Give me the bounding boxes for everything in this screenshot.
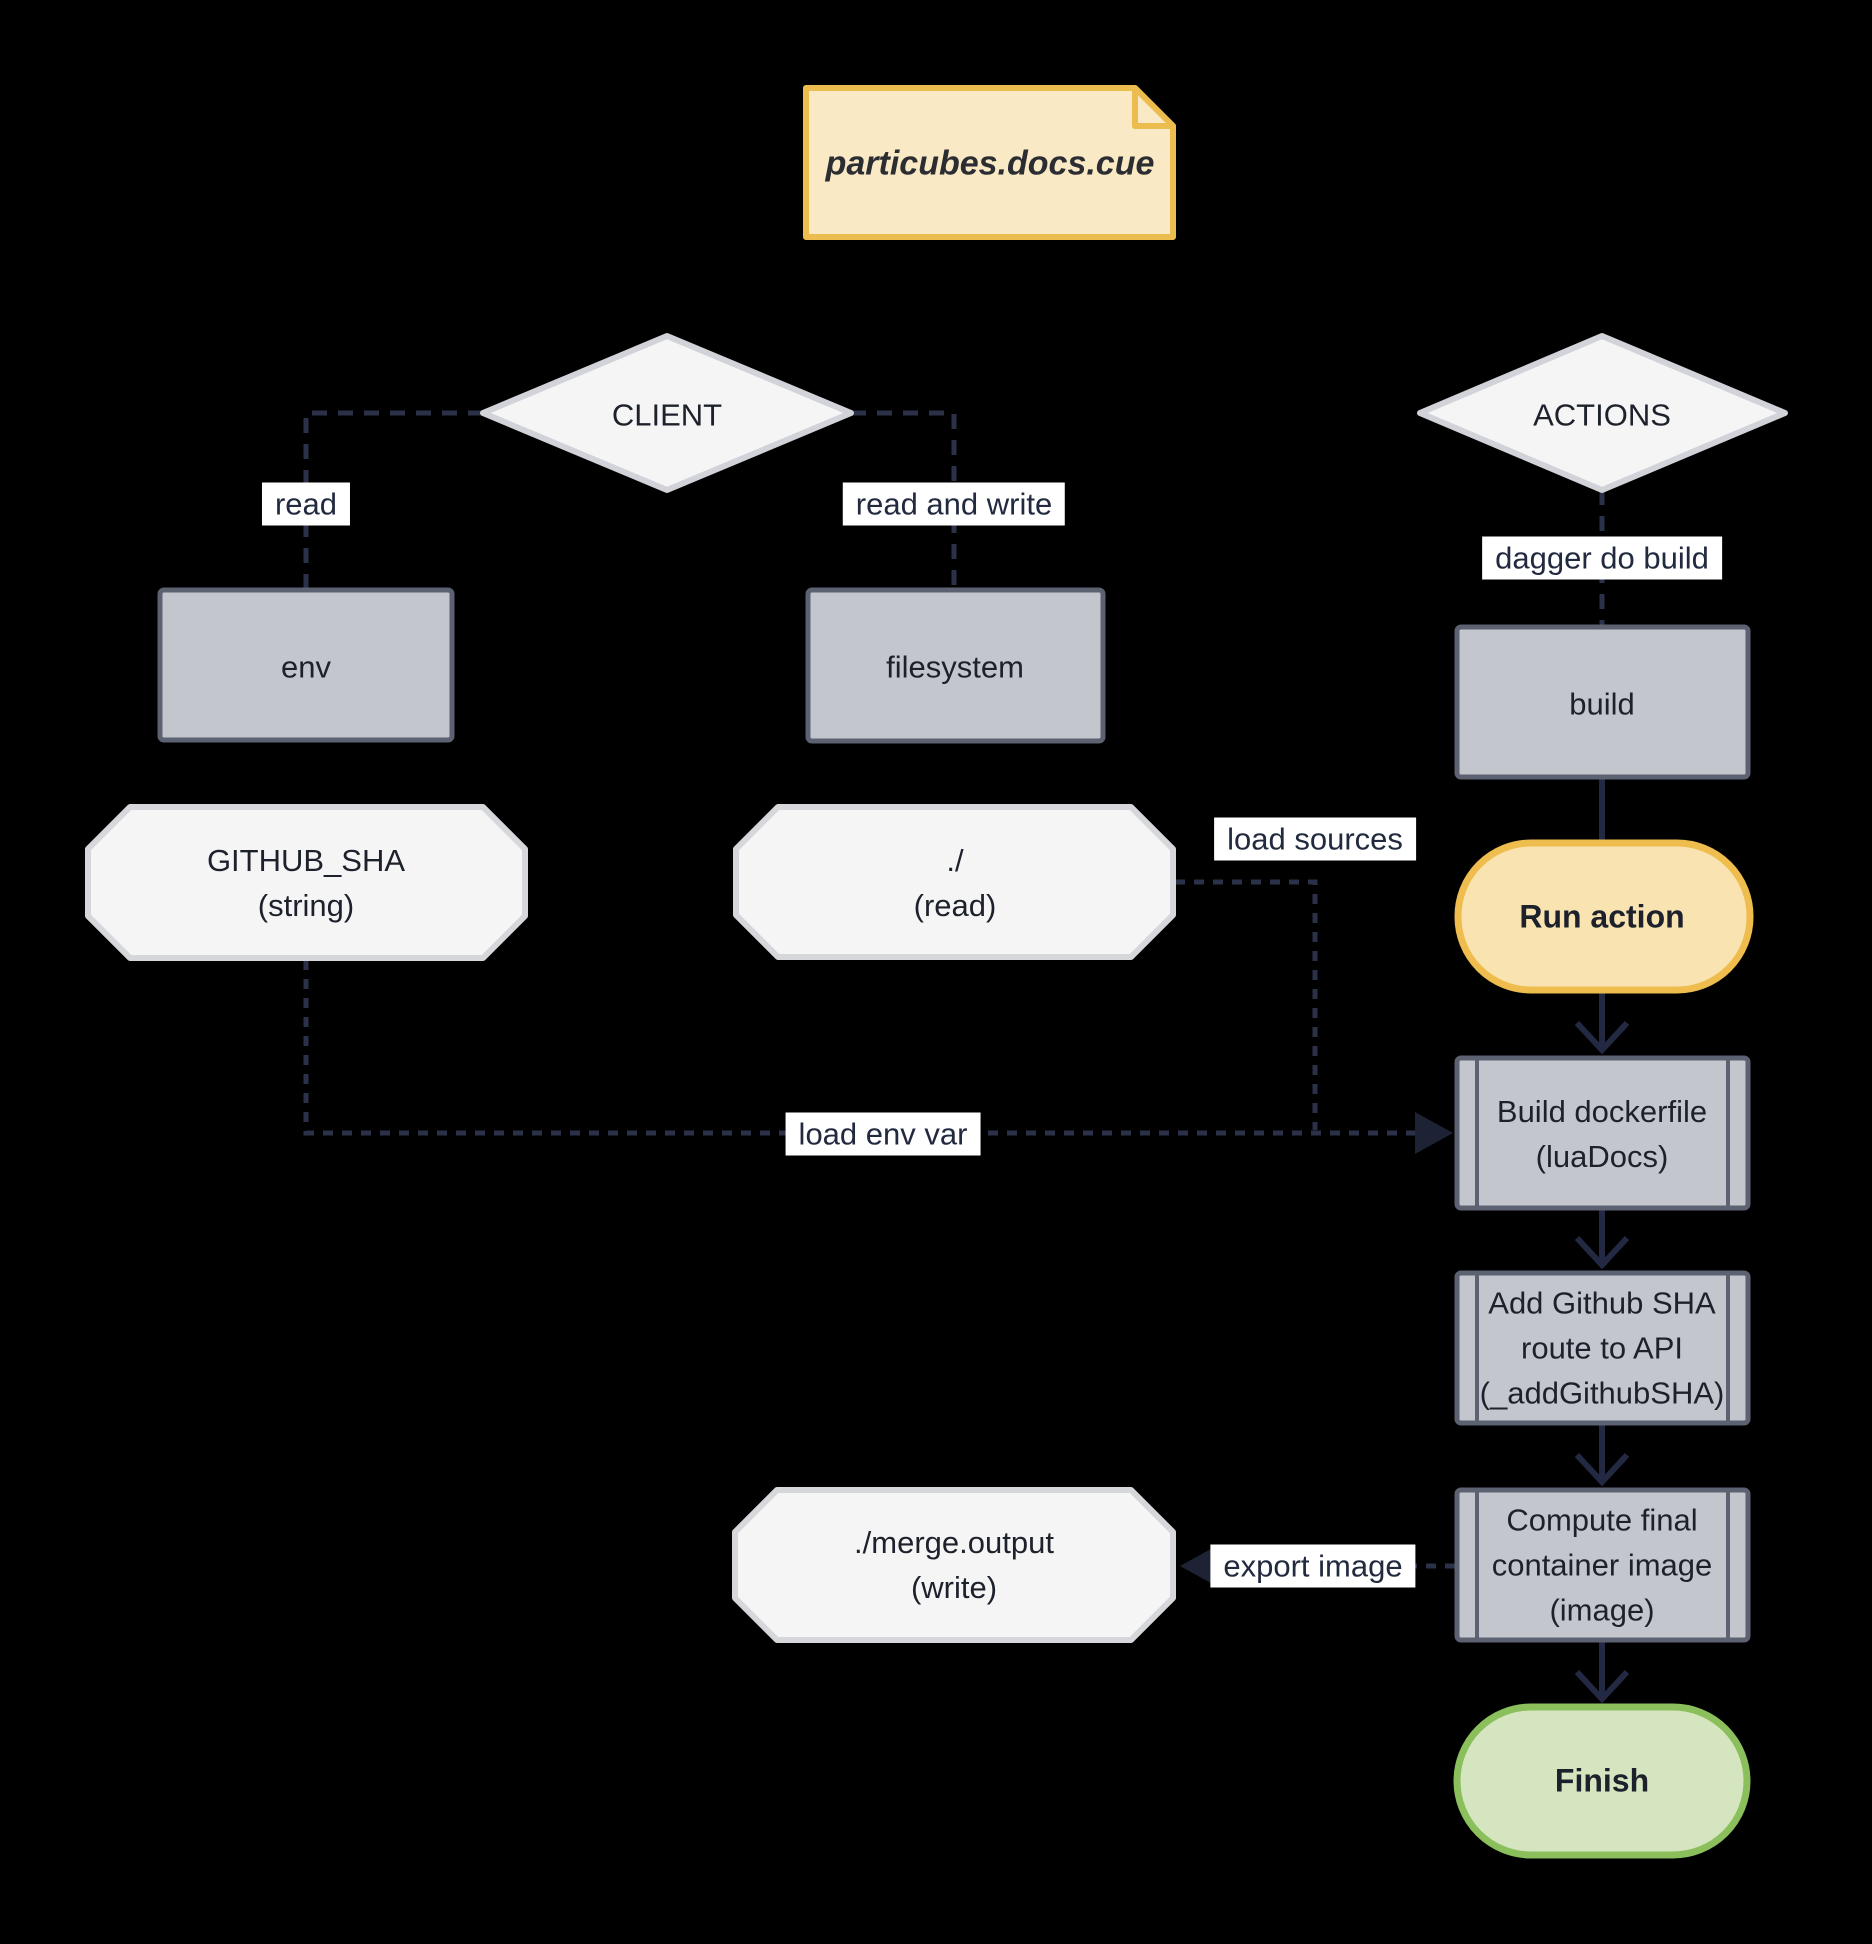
compute-subroutine-shape bbox=[1454, 1487, 1751, 1643]
arrowhead-runaction-icon bbox=[1574, 1020, 1630, 1055]
githubsha-octagon-shape bbox=[85, 804, 528, 961]
mergeoutput-octagon-shape bbox=[732, 1487, 1176, 1643]
compute-node-label: Compute final container image (image) bbox=[1491, 1502, 1713, 1628]
mergeoutput-node-label: ./merge.output (write) bbox=[854, 1525, 1054, 1605]
client-diamond-label: CLIENT bbox=[611, 397, 723, 433]
arrowhead-exportimage-icon bbox=[1180, 1545, 1218, 1587]
client-diamond-shape bbox=[480, 333, 854, 493]
note-title: particubes.docs.cue bbox=[825, 144, 1155, 183]
note-folded-corner-icon bbox=[1132, 85, 1176, 129]
builddockerfile-node-label: Build dockerfile (luaDocs) bbox=[1496, 1094, 1708, 1174]
edge-client-read-env bbox=[303, 410, 483, 588]
arrowhead-builddockerfile-icon bbox=[1574, 1235, 1630, 1270]
arrowhead-addgithubsha-icon bbox=[1574, 1452, 1630, 1487]
edge-label-dagger-do-build: dagger do build bbox=[1482, 536, 1722, 580]
filesystem-node-shape bbox=[805, 587, 1106, 744]
arrowhead-loadenvvar-icon bbox=[1415, 1112, 1453, 1154]
edge-label-load-sources: load sources bbox=[1214, 817, 1416, 861]
edge-label-load-env-var: load env var bbox=[785, 1112, 981, 1156]
githubsha-node-label: GITHUB_SHA (string) bbox=[206, 843, 406, 923]
actions-diamond-shape bbox=[1417, 333, 1788, 493]
edge-readdir-loadsources bbox=[1175, 879, 1318, 1130]
env-node-shape bbox=[157, 587, 455, 743]
addgithubsha-subroutine-shape bbox=[1454, 1270, 1751, 1426]
edge-label-read: read bbox=[261, 482, 351, 526]
readdir-octagon-shape bbox=[733, 804, 1176, 960]
env-node-label: env bbox=[281, 649, 331, 685]
build-node-shape bbox=[1454, 624, 1751, 780]
actions-diamond-label: ACTIONS bbox=[1533, 397, 1671, 433]
edge-label-export-image: export image bbox=[1210, 1544, 1416, 1588]
note-shape bbox=[803, 85, 1176, 240]
filesystem-node-label: filesystem bbox=[886, 649, 1024, 685]
runaction-stadium-shape bbox=[1454, 839, 1754, 994]
finish-node-label: Finish bbox=[1554, 1762, 1650, 1799]
finish-stadium-shape bbox=[1453, 1703, 1751, 1859]
edge-githubsha-loadenvvar-builddockerfile bbox=[303, 960, 1430, 1136]
edge-client-readwrite-filesystem bbox=[851, 410, 957, 588]
readdir-node-label: ./ (read) bbox=[913, 843, 997, 923]
builddockerfile-subroutine-shape bbox=[1454, 1055, 1751, 1211]
addgithubsha-node-label: Add Github SHA route to API (_addGithubS… bbox=[1479, 1285, 1725, 1411]
edge-label-read-and-write: read and write bbox=[842, 482, 1066, 526]
arrowhead-compute-icon bbox=[1574, 1669, 1630, 1704]
runaction-node-label: Run action bbox=[1519, 898, 1685, 935]
build-node-label: build bbox=[1569, 686, 1635, 722]
